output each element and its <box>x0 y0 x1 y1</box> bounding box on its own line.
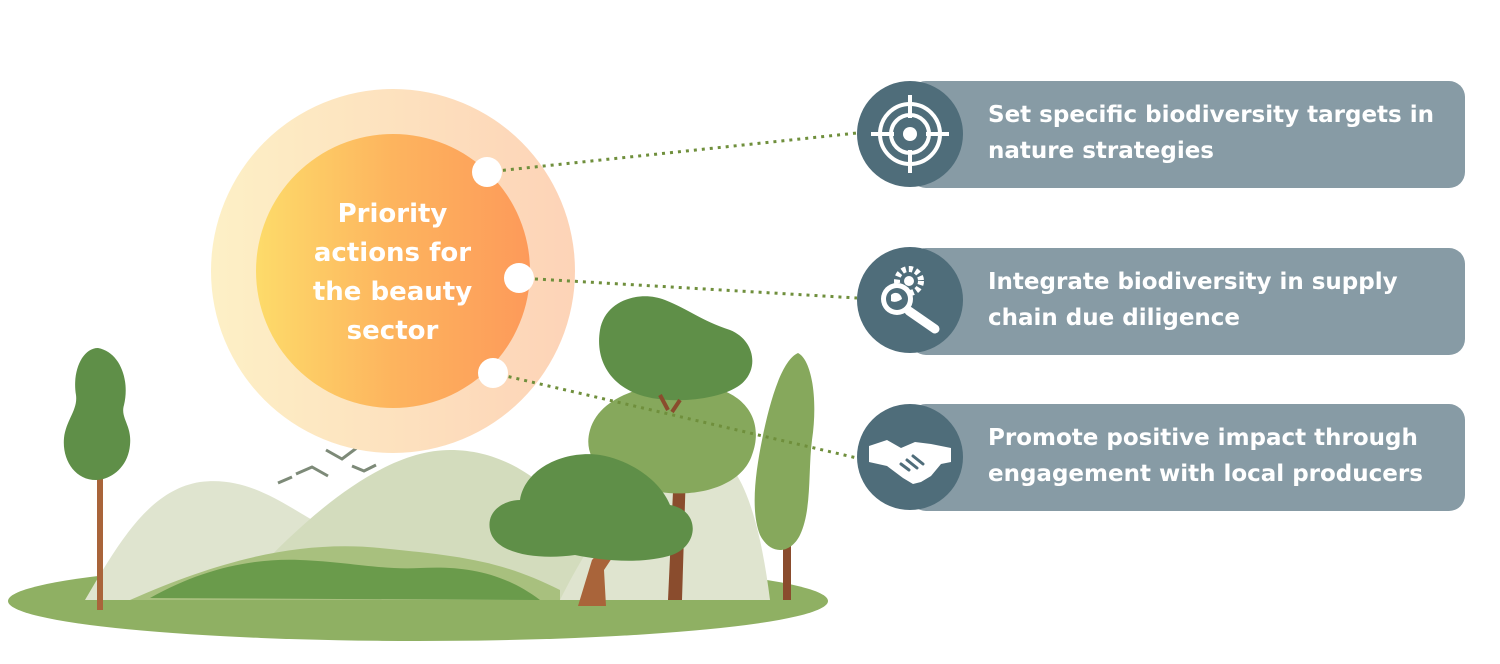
handshake-icon <box>857 404 963 510</box>
tree-trunk <box>783 520 791 600</box>
target-icon <box>857 81 963 187</box>
tree-trunk <box>97 440 103 610</box>
connector-dot <box>478 358 508 388</box>
tree-canopy <box>599 296 753 401</box>
hill-front <box>150 559 540 600</box>
tree-canopy <box>63 348 131 480</box>
action-card-due-diligence: Integrate biodiversity in supply chain d… <box>910 248 1465 355</box>
bird <box>351 463 377 473</box>
action-text: Integrate biodiversity in supply chain d… <box>988 269 1398 331</box>
connector-line <box>486 131 858 174</box>
bird <box>325 445 359 461</box>
gear-search-icon <box>857 247 963 353</box>
bird <box>295 465 329 478</box>
tree-canopy <box>489 454 693 561</box>
sun-core <box>256 134 530 408</box>
bird <box>277 475 293 485</box>
action-card-targets: Set specific biodiversity targets in nat… <box>910 81 1465 188</box>
connector-line <box>492 371 858 460</box>
tree-branch <box>658 394 682 414</box>
action-text: Set specific biodiversity targets in nat… <box>988 102 1434 164</box>
action-card-local-producers: Promote positive impact through engageme… <box>910 404 1465 511</box>
action-text: Promote positive impact through engageme… <box>988 425 1423 487</box>
connector-dot <box>472 157 502 187</box>
connector-line <box>518 276 858 300</box>
connector-dot <box>504 263 534 293</box>
priority-actions-title: Priority actions for the beauty sector <box>312 199 473 346</box>
tree-canopy <box>754 353 815 550</box>
